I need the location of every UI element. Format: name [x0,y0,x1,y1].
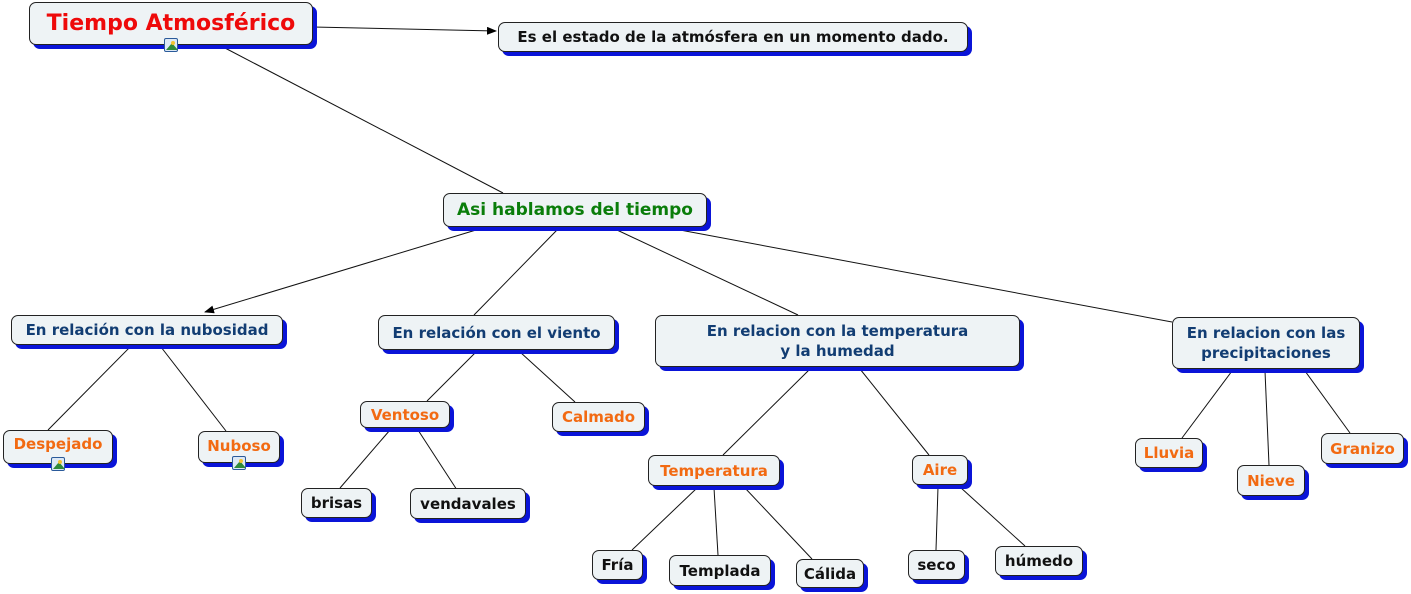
concept-humedo[interactable]: húmedo [995,546,1083,576]
concept-lluvia[interactable]: Lluvia [1135,438,1203,468]
concept-asi-hablamos[interactable]: Asi hablamos del tiempo [443,193,707,227]
concept-viento[interactable]: En relación con el viento [378,315,615,350]
image-icon[interactable] [232,456,246,470]
concept-label: En relacion con las precipitaciones [1186,324,1346,362]
concept-label: Nieve [1247,471,1295,490]
concept-nubosidad[interactable]: En relación con la nubosidad [11,315,283,345]
concept-label: En relación con el viento [392,323,601,342]
concept-label: vendavales [420,494,516,513]
concept-label: Fría [601,556,634,574]
concept-fria[interactable]: Fría [592,550,643,580]
link-root-asi [224,47,504,194]
concept-definition[interactable]: Es el estado de la atmósfera en un momen… [498,22,968,52]
image-icon[interactable] [51,457,65,471]
concept-label: húmedo [1004,552,1074,570]
concept-brisas[interactable]: brisas [301,488,372,518]
concept-aire[interactable]: Aire [912,455,968,485]
concept-label: Temperatura [660,461,768,480]
concept-vendavales[interactable]: vendavales [410,488,526,519]
concept-temperatura-humedad[interactable]: En relacion con la temperatura y la hume… [655,315,1020,367]
concept-label: Lluvia [1143,444,1195,462]
concept-calmado[interactable]: Calmado [552,402,645,432]
concept-templada[interactable]: Templada [669,555,771,586]
concept-despejado[interactable]: Despejado [3,430,113,464]
concept-seco[interactable]: seco [908,550,965,580]
concept-temperatura[interactable]: Temperatura [648,455,780,486]
concept-label: En relación con la nubosidad [25,321,269,339]
concept-label: Despejado [13,435,103,453]
concept-label: Cálida [803,564,857,583]
image-icon[interactable] [164,38,178,52]
concept-label: seco [917,556,956,574]
concept-label: brisas [310,494,363,512]
concept-root[interactable]: Tiempo Atmosférico [29,2,313,45]
concept-label: Granizo [1330,439,1395,458]
concept-label: Nuboso [207,437,271,455]
concept-label: En relacion con la temperatura y la hume… [706,322,969,360]
link-root-definition [312,26,497,35]
concept-label: Tiempo Atmosférico [46,10,296,36]
concept-label: Ventoso [370,405,440,424]
concept-granizo[interactable]: Granizo [1321,433,1404,464]
concept-nieve[interactable]: Nieve [1237,465,1305,496]
concept-label: Asi hablamos del tiempo [457,200,693,220]
concept-ventoso[interactable]: Ventoso [360,401,450,428]
concept-label: Es el estado de la atmósfera en un momen… [517,28,949,46]
concept-label: Calmado [561,408,636,426]
concept-label: Aire [922,461,958,479]
link-asi-nubosidad [204,229,477,314]
concept-precipitaciones[interactable]: En relacion con las precipitaciones [1172,317,1360,369]
concept-label: Templada [679,561,761,580]
concept-calida[interactable]: Cálida [796,559,864,588]
